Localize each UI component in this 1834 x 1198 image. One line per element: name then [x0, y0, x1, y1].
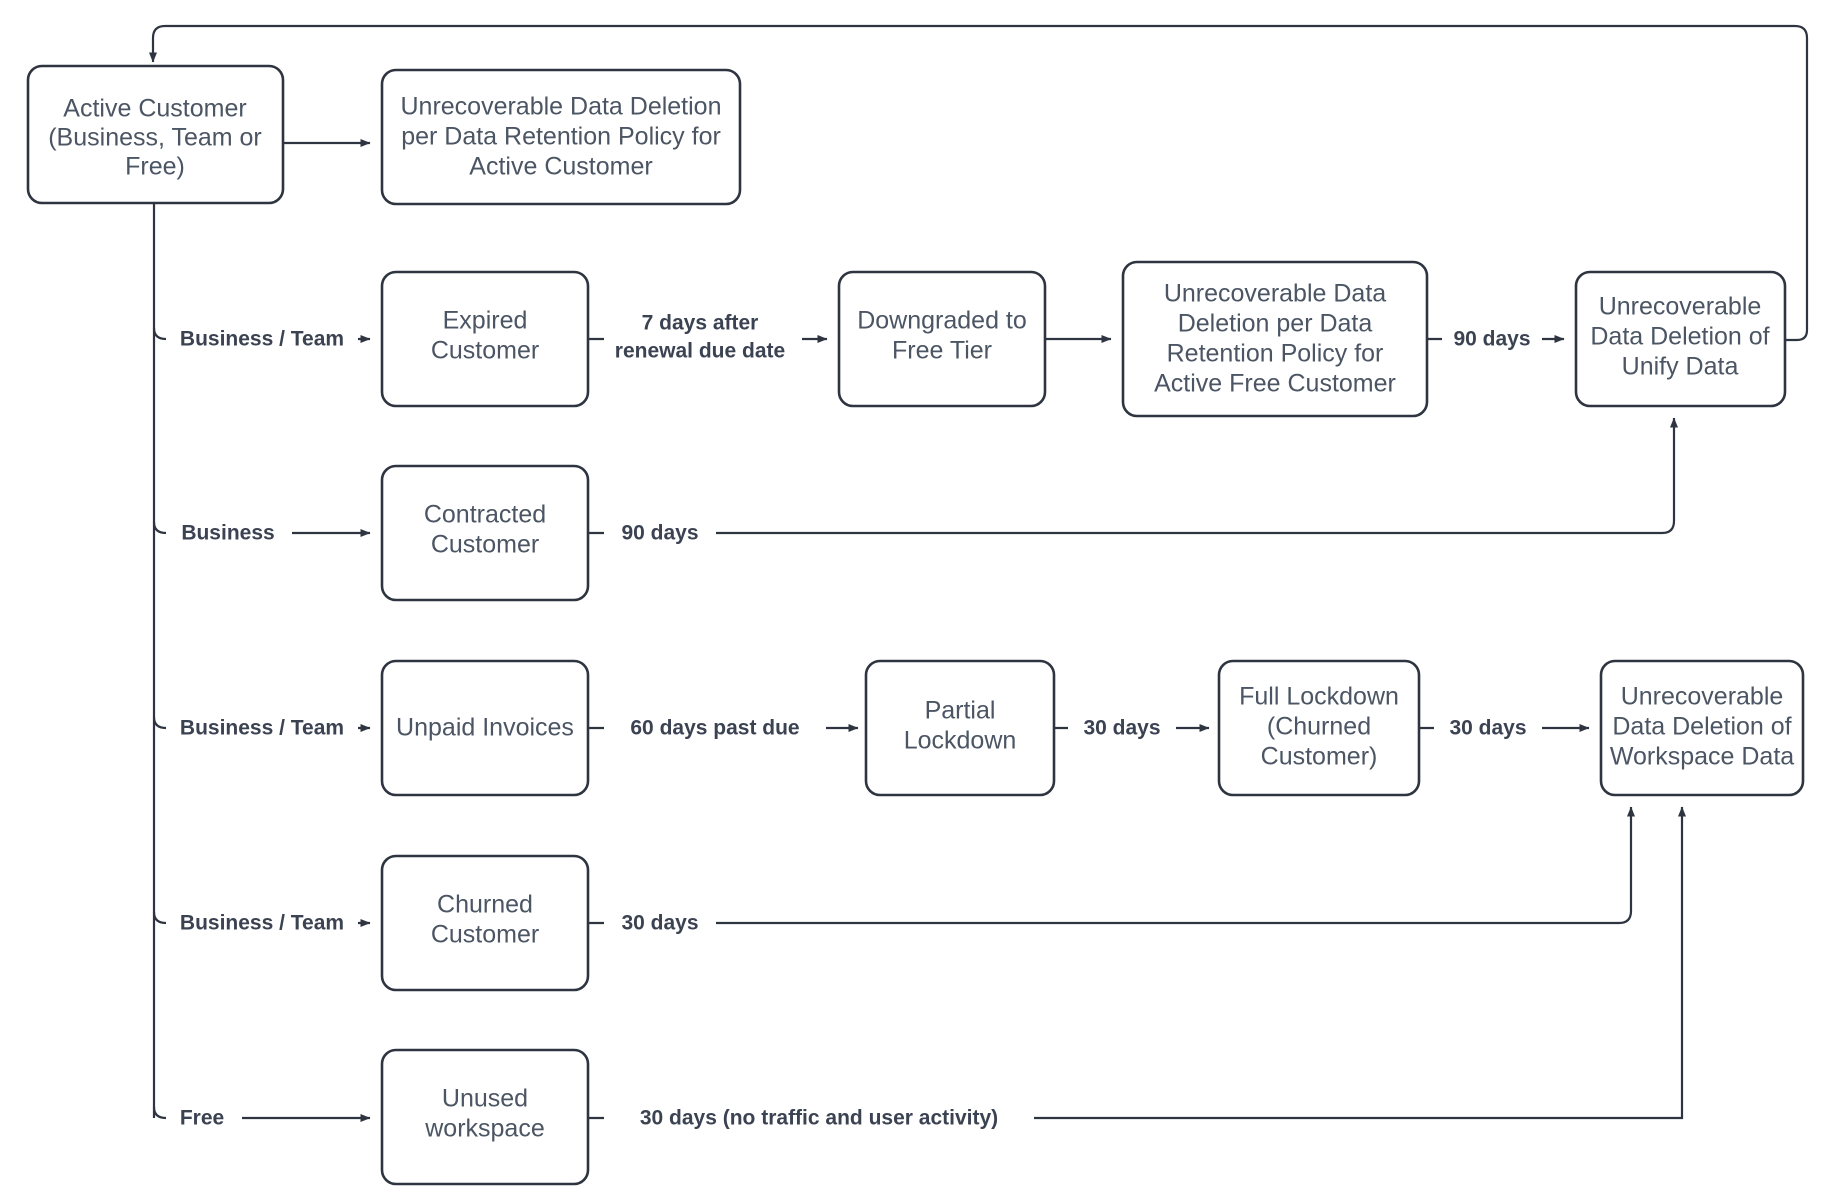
edge-label-branch-unpaid: Business / Team: [180, 717, 344, 740]
node-workspace-line2: Data Deletion of: [1612, 713, 1791, 741]
node-partial-lockdown-line2: Lockdown: [904, 727, 1017, 755]
edge-contracted-to-unify: 90 days: [588, 417, 1678, 547]
node-downgraded-line2: Free Tier: [892, 337, 992, 365]
node-unrecoverable-active-line3: Active Customer: [469, 153, 652, 181]
edge-label-churned-to-workspace: 30 days: [621, 912, 698, 935]
node-unify-data-deletion[interactable]: Unrecoverable Data Deletion of Unify Dat…: [1574, 270, 1787, 408]
node-unify-line1: Unrecoverable: [1599, 293, 1762, 321]
edge-label-contracted-to-unify: 90 days: [621, 522, 698, 545]
node-unify-line3: Unify Data: [1622, 353, 1739, 381]
node-unrecoverable-free-customer[interactable]: Unrecoverable Data Deletion per Data Ret…: [1121, 260, 1429, 418]
node-unrecoverable-active-line2: per Data Retention Policy for: [401, 123, 721, 151]
node-unused-workspace[interactable]: Unused workspace: [380, 1048, 590, 1186]
edge-label-unused-to-workspace: 30 days (no traffic and user activity): [640, 1107, 998, 1130]
node-workspace-line3: Workspace Data: [1610, 743, 1794, 771]
node-expired-customer-line2: Customer: [431, 337, 539, 365]
node-unused-workspace-line2: workspace: [424, 1115, 545, 1143]
node-full-lockdown-line1: Full Lockdown: [1239, 683, 1399, 711]
node-partial-lockdown-line1: Partial: [925, 697, 996, 725]
node-unrecoverable-free-line4: Active Free Customer: [1154, 370, 1396, 398]
edge-label-branch-free: Free: [180, 1107, 224, 1130]
edge-label-unpaid-to-partial: 60 days past due: [630, 717, 799, 740]
edge-expired-to-downgraded: 7 days after renewal due date: [588, 303, 828, 375]
node-contracted-line1: Contracted: [424, 501, 546, 529]
node-active-customer[interactable]: Active Customer (Business, Team or Free): [26, 64, 285, 205]
node-unrecoverable-free-line1: Unrecoverable Data: [1164, 280, 1386, 308]
node-churned-line1: Churned: [437, 891, 533, 919]
edge-label-partial-to-full: 30 days: [1083, 717, 1160, 740]
node-full-lockdown[interactable]: Full Lockdown (Churned Customer): [1217, 659, 1421, 797]
node-partial-lockdown[interactable]: Partial Lockdown: [864, 659, 1056, 797]
node-unused-workspace-line1: Unused: [442, 1085, 528, 1113]
edge-unify-to-active-feedback: [149, 24, 1809, 342]
node-unrecoverable-active-customer[interactable]: Unrecoverable Data Deletion per Data Ret…: [380, 68, 742, 206]
edge-full-to-workspace: 30 days: [1419, 714, 1590, 742]
node-full-lockdown-line2: (Churned: [1267, 713, 1371, 741]
edge-label-full-to-workspace: 30 days: [1449, 717, 1526, 740]
edge-label-expired-to-downgraded-line1: 7 days after: [642, 312, 759, 335]
edge-churned-to-workspace: 30 days: [588, 806, 1635, 937]
edge-label-branch-churned: Business / Team: [180, 912, 344, 935]
node-downgraded-line1: Downgraded to: [857, 307, 1027, 335]
edge-free-to-unify: 90 days: [1427, 325, 1565, 353]
node-active-customer-line2: (Business, Team or: [48, 124, 262, 152]
edge-branch-free: Free: [152, 1104, 371, 1132]
node-unrecoverable-free-line3: Retention Policy for: [1167, 340, 1384, 368]
edge-label-branch-contracted: Business: [181, 522, 274, 545]
edge-label-branch-expired: Business / Team: [180, 328, 344, 351]
node-workspace-line1: Unrecoverable: [1621, 683, 1784, 711]
node-contracted-line2: Customer: [431, 531, 539, 559]
edge-unused-to-workspace: 30 days (no traffic and user activity): [588, 806, 1686, 1132]
node-unify-line2: Data Deletion of: [1590, 323, 1769, 351]
edge-branch-unpaid: Business / Team: [152, 714, 371, 742]
node-contracted-customer[interactable]: Contracted Customer: [380, 464, 590, 602]
edge-label-expired-to-downgraded-line2: renewal due date: [615, 340, 785, 363]
edge-branch-expired: Business / Team: [152, 325, 371, 353]
node-unrecoverable-free-line2: Deletion per Data: [1178, 310, 1373, 338]
node-expired-customer[interactable]: Expired Customer: [380, 270, 590, 408]
node-unrecoverable-active-line1: Unrecoverable Data Deletion: [400, 93, 721, 121]
node-active-customer-line3: Free): [125, 153, 185, 181]
node-unpaid-invoices-line1: Unpaid Invoices: [396, 714, 574, 742]
node-downgraded-free-tier[interactable]: Downgraded to Free Tier: [837, 270, 1047, 408]
node-churned-line2: Customer: [431, 921, 539, 949]
node-workspace-data-deletion[interactable]: Unrecoverable Data Deletion of Workspace…: [1599, 659, 1805, 797]
edge-partial-to-full: 30 days: [1054, 714, 1210, 742]
node-unpaid-invoices[interactable]: Unpaid Invoices: [380, 659, 590, 797]
edge-label-free-to-unify: 90 days: [1453, 328, 1530, 351]
edge-branch-contracted: Business: [152, 519, 371, 547]
node-churned-customer[interactable]: Churned Customer: [380, 854, 590, 992]
edge-branch-churned: Business / Team: [152, 909, 371, 937]
edge-unpaid-to-partial: 60 days past due: [588, 714, 859, 742]
node-expired-customer-line1: Expired: [443, 307, 528, 335]
node-full-lockdown-line3: Customer): [1261, 743, 1378, 771]
node-active-customer-line1: Active Customer: [63, 95, 246, 123]
